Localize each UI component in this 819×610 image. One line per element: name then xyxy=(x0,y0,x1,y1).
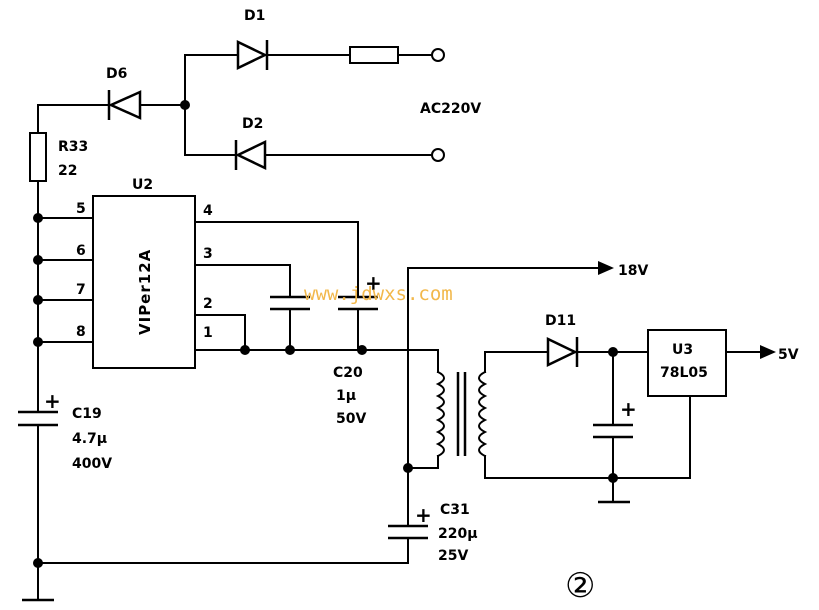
label-u3-part: 78L05 xyxy=(660,365,708,381)
pin3-capacitor xyxy=(270,295,310,311)
label-u3: U3 xyxy=(672,342,693,358)
label-c20-name: C20 xyxy=(333,365,363,381)
label-out-cap-plus: + xyxy=(620,397,637,421)
label-c20-volt: 50V xyxy=(336,411,366,427)
c31-capacitor xyxy=(388,524,428,540)
d6-diode xyxy=(37,90,186,120)
label-pin6: 6 xyxy=(76,243,86,259)
label-pin4: 4 xyxy=(203,203,213,219)
c19-capacitor xyxy=(18,410,58,427)
label-c31-cap: 220μ xyxy=(438,526,478,542)
figure-number: ② xyxy=(565,566,595,606)
label-pin5: 5 xyxy=(76,201,86,217)
label-d11: D11 xyxy=(545,313,576,329)
label-d1: D1 xyxy=(244,8,265,24)
transformer xyxy=(407,349,488,479)
label-r33-name: R33 xyxy=(58,139,88,155)
label-c19-name: C19 xyxy=(72,406,102,422)
label-c19-volt: 400V xyxy=(72,456,112,472)
ac-terminal-top xyxy=(431,48,445,62)
u2-ic xyxy=(92,195,196,369)
label-c31-plus: + xyxy=(415,503,432,527)
label-c19-cap: 4.7μ xyxy=(72,431,107,447)
output-capacitor xyxy=(593,423,633,439)
ac-terminal-bottom xyxy=(431,148,445,162)
d1-diode xyxy=(184,40,351,70)
label-pin1: 1 xyxy=(203,325,213,341)
r33-resistor xyxy=(29,132,47,182)
label-d2: D2 xyxy=(242,116,263,132)
label-c31-volt: 25V xyxy=(438,548,468,564)
arrow-5v xyxy=(760,345,776,359)
watermark: www.jdwxs.com xyxy=(304,283,453,305)
d2-diode xyxy=(184,140,433,170)
label-pin7: 7 xyxy=(76,282,86,298)
label-pin8: 8 xyxy=(76,324,86,340)
fuse xyxy=(349,46,433,64)
label-out-5v: 5V xyxy=(778,347,799,363)
d11-diode xyxy=(546,337,579,367)
label-d6: D6 xyxy=(106,66,127,82)
label-c19-plus: + xyxy=(44,389,61,413)
u3-regulator xyxy=(647,329,727,397)
arrow-18v xyxy=(598,261,614,275)
label-out-18v: 18V xyxy=(618,263,648,279)
label-u2: U2 xyxy=(132,177,153,193)
label-ac: AC220V xyxy=(420,101,481,117)
label-c20-plus: + xyxy=(365,271,382,295)
label-c31-name: C31 xyxy=(440,502,470,518)
label-c20-cap: 1μ xyxy=(336,388,356,404)
label-u2-part: VIPer12A xyxy=(136,249,154,335)
c20-capacitor xyxy=(338,295,378,311)
label-pin2: 2 xyxy=(203,296,213,312)
label-pin3: 3 xyxy=(203,246,213,262)
label-r33-value: 22 xyxy=(58,163,77,179)
